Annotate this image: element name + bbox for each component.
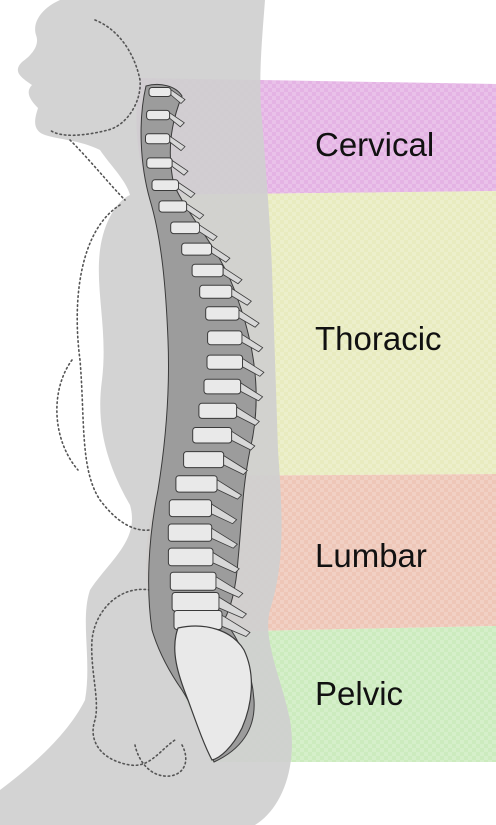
vertebra-body <box>176 476 217 492</box>
abdomen-contour <box>57 360 78 470</box>
vertebra-body <box>171 222 200 234</box>
vertebra-body <box>146 134 170 144</box>
vertebra-body <box>159 201 187 212</box>
vertebra-body <box>207 355 243 369</box>
label-pelvic: Pelvic <box>315 675 403 712</box>
vertebra-body <box>199 403 237 418</box>
label-thoracic: Thoracic <box>315 320 442 357</box>
vertebra-body <box>204 379 241 394</box>
label-cervical: Cervical <box>315 126 434 163</box>
vertebra-body <box>172 593 219 612</box>
vertebra-body <box>149 88 171 97</box>
vertebra-body <box>200 285 232 298</box>
vertebra-body <box>208 331 242 345</box>
vertebra-body <box>206 307 239 320</box>
vertebra-body <box>152 180 179 191</box>
vertebra-body <box>169 500 211 517</box>
vertebra-body <box>168 524 212 541</box>
vertebra-body <box>192 264 223 277</box>
vertebra-body <box>170 572 216 590</box>
vertebra-body <box>168 548 213 566</box>
vertebra-body <box>182 243 212 255</box>
vertebra-body <box>147 158 172 168</box>
vertebra-body <box>193 428 232 444</box>
vertebra-body <box>147 110 170 119</box>
vertebra-body <box>184 452 224 468</box>
label-lumbar: Lumbar <box>315 537 427 574</box>
